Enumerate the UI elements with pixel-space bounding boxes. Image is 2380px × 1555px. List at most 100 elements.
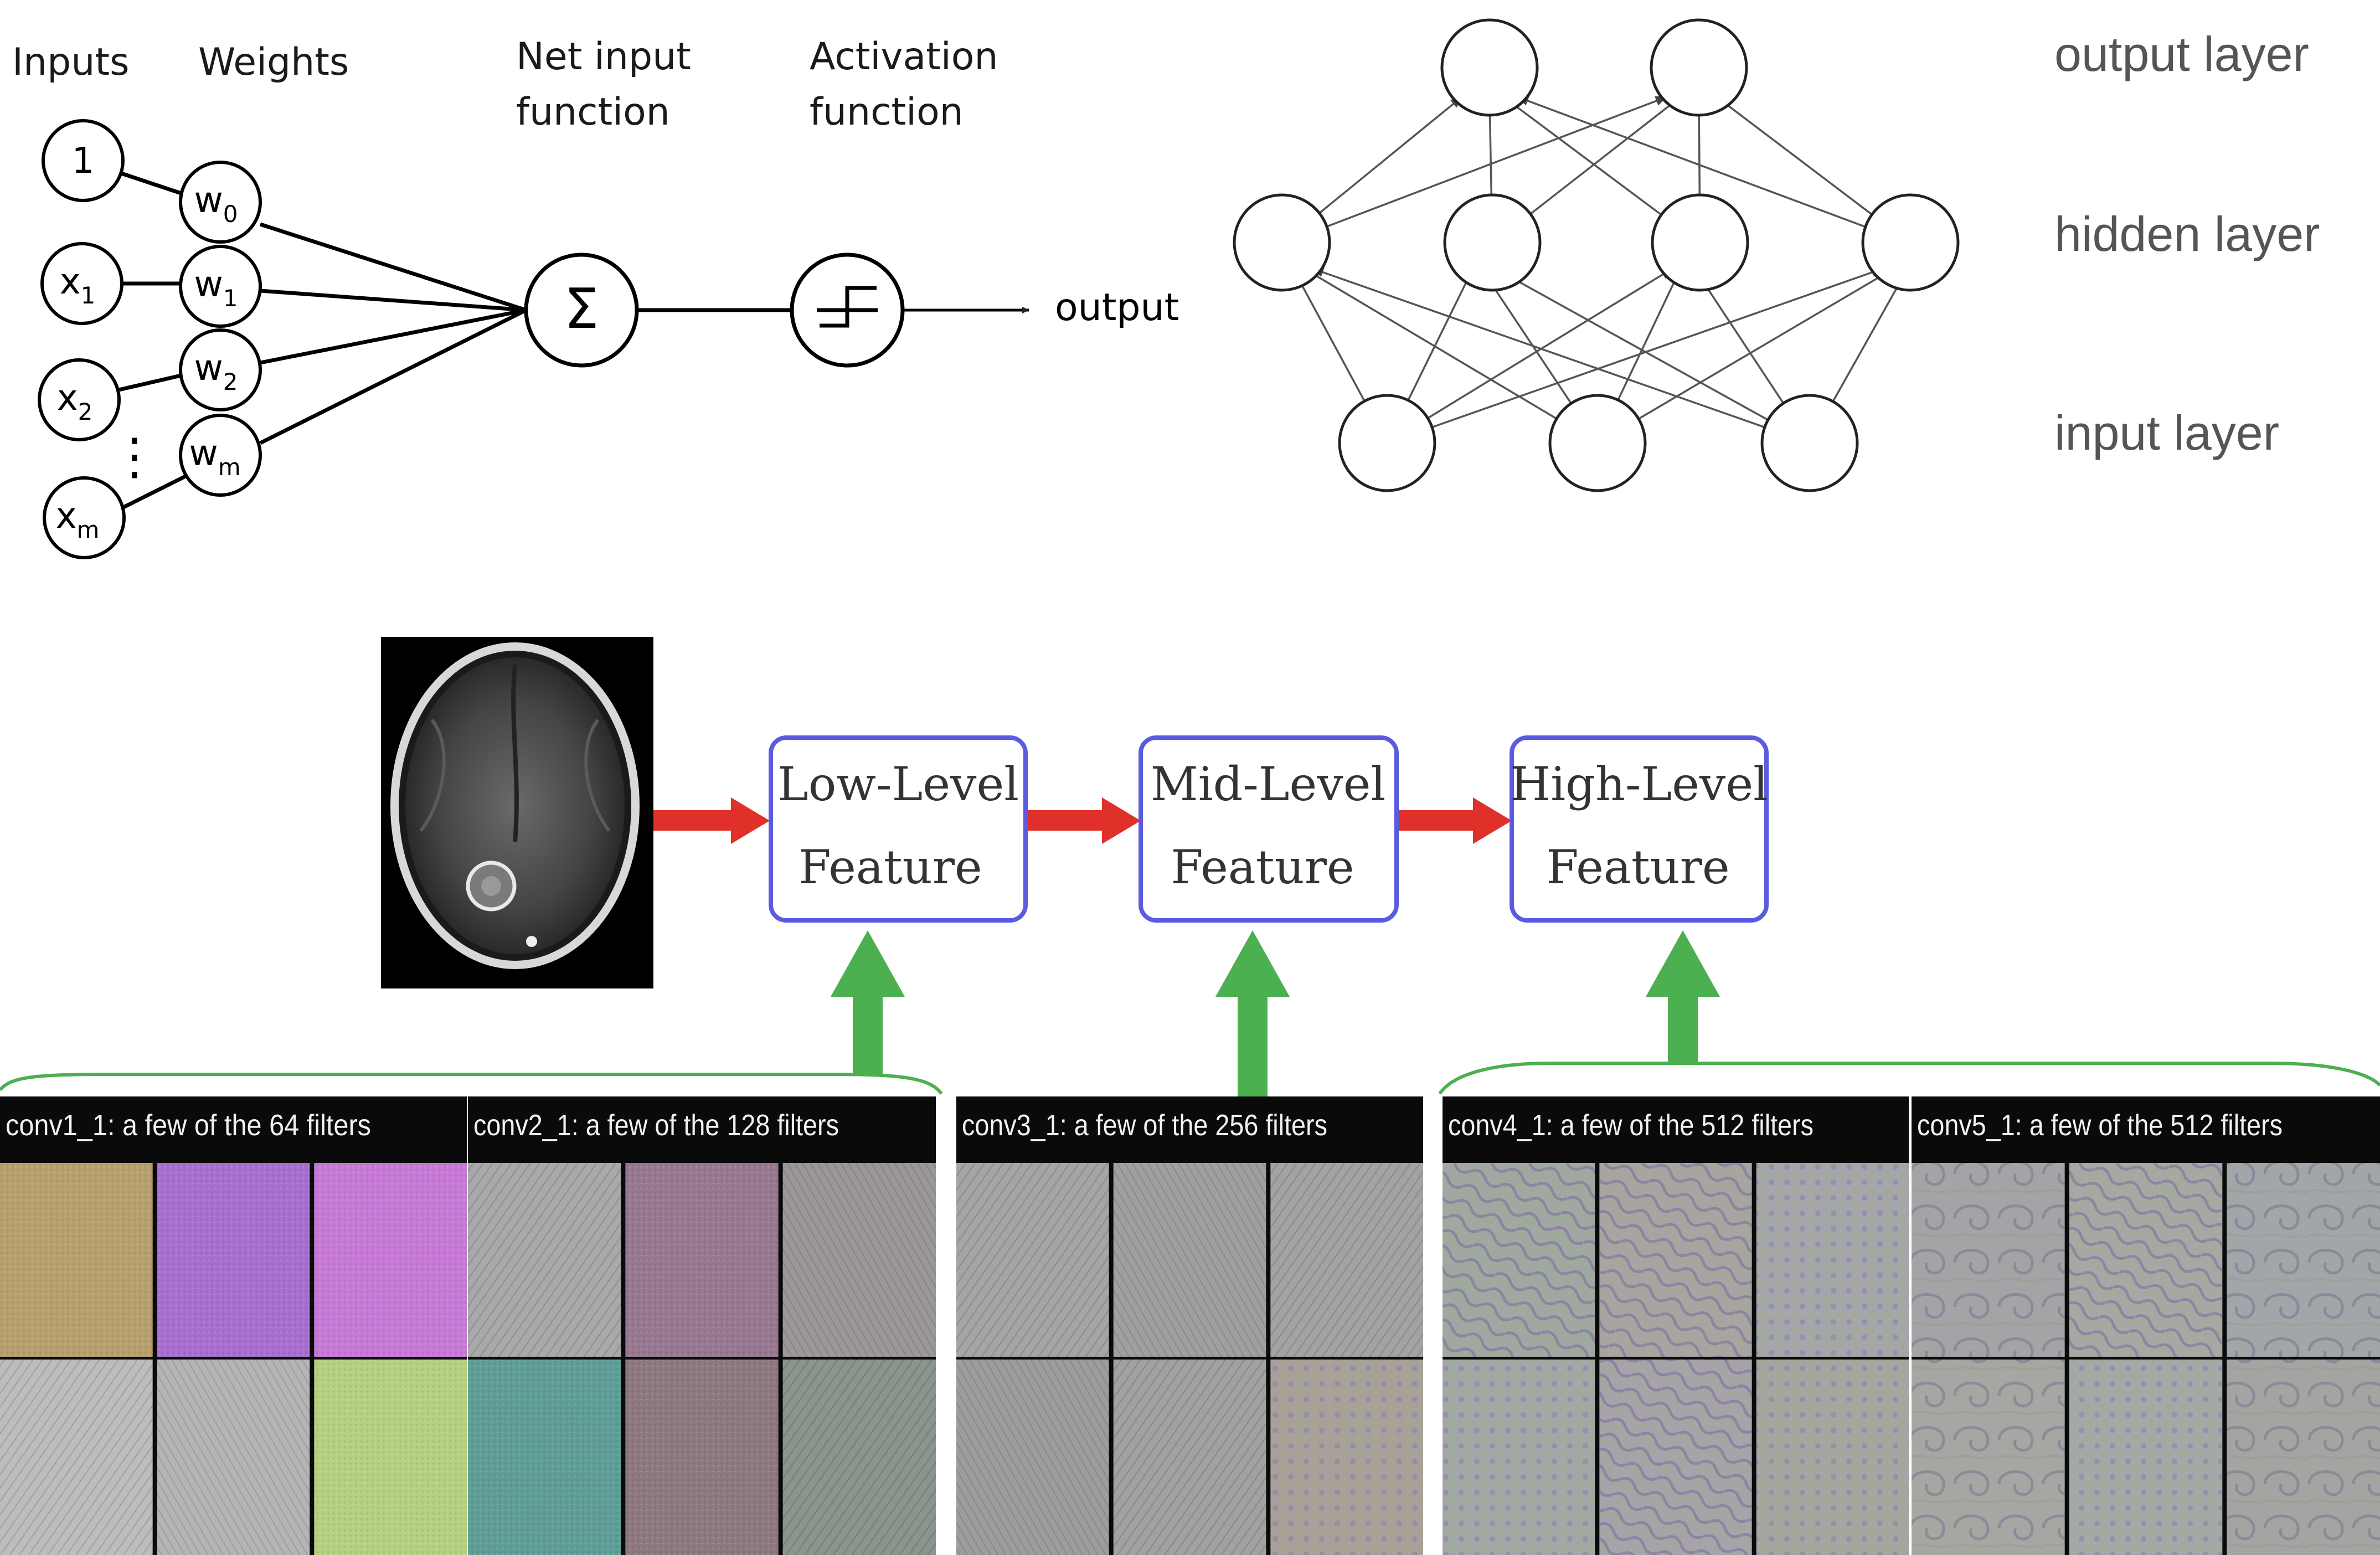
filter-tile — [1599, 1360, 1752, 1555]
filter-tile — [0, 1163, 153, 1357]
svg-text:w1: w1 — [194, 264, 238, 312]
net-input-header-line1: Net input — [516, 35, 691, 79]
filter-panel: conv4_1: a few of the 512 filters — [1443, 1096, 1909, 1555]
filter-tile — [625, 1163, 779, 1357]
output-layer-nodes — [1440, 18, 1748, 117]
red-arrow-1 — [653, 797, 770, 844]
input-node-x2: x2 — [38, 358, 121, 441]
high-level-subtitle: Feature — [1546, 840, 1729, 894]
weight-node-wm-sub: m — [218, 454, 241, 481]
filter-tile — [1912, 1360, 2065, 1555]
red-arrow-3 — [1397, 797, 1512, 844]
input-node-bias: 1 — [42, 119, 125, 202]
output-label: output — [1055, 286, 1179, 329]
high-level-title: High-Level — [1510, 757, 1768, 811]
input-weight-connections — [115, 169, 192, 512]
filter-panel: conv3_1: a few of the 256 filters — [956, 1096, 1423, 1555]
input-node-xm-base: x — [56, 496, 77, 537]
sum-node: Σ — [524, 253, 639, 368]
filter-tile — [0, 1360, 153, 1555]
weight-node-wm-base: w — [189, 433, 218, 474]
filter-panel-label: conv4_1: a few of the 512 filters — [1448, 1109, 1814, 1142]
filter-panel: conv5_1: a few of the 512 filters — [1912, 1096, 2380, 1555]
filter-tile — [956, 1163, 1109, 1357]
red-flow-arrows — [653, 797, 1512, 844]
inputs-ellipsis: ⋮ — [110, 428, 159, 486]
mid-level-feature-box: Mid-Level Feature — [1139, 735, 1399, 923]
filter-tile — [782, 1163, 936, 1357]
input-node-xm: xm — [43, 476, 126, 559]
input-layer-label: input layer — [2054, 405, 2279, 460]
network-connections — [1281, 96, 1912, 444]
step-function-icon — [817, 286, 878, 328]
input-node-x2-base: x — [57, 378, 78, 419]
mid-level-title: Mid-Level — [1151, 757, 1386, 811]
perceptron-diagram: Inputs Weights Net input function Activa… — [12, 35, 1179, 559]
weight-node-w1-sub: 1 — [223, 285, 238, 312]
filter-tile — [1756, 1360, 1909, 1555]
filter-tile — [1270, 1360, 1423, 1555]
weight-node-w2-sub: 2 — [223, 368, 238, 395]
filter-tile — [468, 1163, 621, 1357]
input-node-xm-sub: m — [76, 516, 99, 543]
low-level-feature-box: Low-Level Feature — [769, 735, 1028, 923]
output-layer-label: output layer — [2054, 27, 2309, 81]
filter-tile — [314, 1360, 467, 1555]
green-up-arrows — [831, 930, 1720, 1096]
filter-tile — [1113, 1163, 1266, 1357]
weight-sum-connections — [259, 222, 527, 445]
low-level-subtitle: Feature — [799, 840, 982, 894]
hidden-layer-nodes — [1233, 193, 1960, 292]
input-node-x1-sub: 1 — [81, 282, 96, 309]
filter-tile — [1756, 1163, 1909, 1357]
filter-tile — [314, 1163, 467, 1357]
green-arrow-low — [831, 930, 905, 1074]
sigma-icon: Σ — [564, 276, 599, 341]
filter-tile — [625, 1360, 779, 1555]
input-node-x1-base: x — [60, 261, 81, 302]
filter-panel: conv2_1: a few of the 128 filters — [468, 1096, 936, 1555]
filter-panel-label: conv5_1: a few of the 512 filters — [1917, 1109, 2283, 1142]
filter-tile — [782, 1360, 936, 1555]
activation-node — [790, 253, 905, 368]
filter-tile — [157, 1360, 310, 1555]
filter-tile — [1113, 1360, 1266, 1555]
low-level-title: Low-Level — [777, 757, 1019, 811]
output-neuron — [1440, 18, 1539, 117]
mid-level-subtitle: Feature — [1171, 840, 1354, 894]
input-layer-nodes — [1338, 394, 1859, 492]
svg-text:wm: wm — [189, 433, 240, 481]
net-input-header-line2: function — [516, 90, 670, 134]
feature-pipeline: Low-Level Feature Mid-Level Feature High… — [0, 637, 2380, 1096]
filter-tile — [2227, 1360, 2380, 1555]
weight-node-wm: wm — [179, 414, 262, 497]
filter-tile — [1443, 1163, 1595, 1357]
filter-panel-label: conv1_1: a few of the 64 filters — [6, 1109, 371, 1142]
weight-node-w0: w0 — [179, 161, 262, 244]
high-level-feature-box: High-Level Feature — [1510, 735, 1769, 923]
green-brace-left — [0, 1073, 943, 1095]
weight-node-w0-base: w — [194, 180, 223, 221]
weight-node-w1: w1 — [179, 245, 262, 328]
brain-mri-image — [381, 637, 653, 988]
svg-text:w2: w2 — [194, 348, 238, 395]
filter-tile — [1443, 1360, 1595, 1555]
green-brace-right — [1438, 1062, 2380, 1095]
hidden-layer-label: hidden layer — [2054, 207, 2320, 261]
filter-panel: conv1_1: a few of the 64 filters — [0, 1096, 467, 1555]
red-arrow-2 — [1026, 797, 1141, 844]
filter-tile — [2227, 1163, 2380, 1357]
activation-header-line2: function — [810, 90, 964, 134]
filter-tile — [2069, 1360, 2223, 1555]
filter-tile — [956, 1360, 1109, 1555]
filter-tile — [468, 1360, 621, 1555]
svg-text:x1: x1 — [60, 261, 96, 309]
green-arrow-mid — [1215, 930, 1290, 1096]
weight-node-w1-base: w — [194, 264, 223, 305]
input-neuron — [1760, 394, 1859, 492]
inputs-header: Inputs — [12, 40, 130, 84]
weight-node-w2-base: w — [194, 348, 223, 389]
svg-text:w0: w0 — [194, 180, 238, 228]
input-neuron — [1548, 394, 1647, 492]
